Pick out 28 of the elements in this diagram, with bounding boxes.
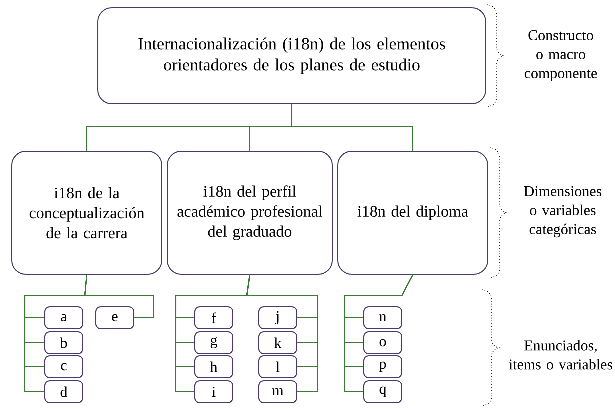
item-box: i xyxy=(194,380,234,404)
connector xyxy=(246,274,318,392)
brace-label: Enunciados, items o variables xyxy=(509,340,613,370)
item-box: q xyxy=(364,380,402,404)
item-box: g xyxy=(194,331,234,354)
item-box: b xyxy=(44,331,84,354)
item-box: p xyxy=(364,355,402,378)
connector xyxy=(344,274,414,392)
item-box: f xyxy=(194,306,234,330)
construct-box: Internacionalización (i18n) de los elementos orientadores de los planes de estudio xyxy=(98,8,486,104)
dimension-box: i18n del perfil académico profesional del graduado xyxy=(167,151,333,275)
item-box: e xyxy=(96,306,134,330)
item-box: m xyxy=(258,380,298,404)
brace-label: Dimensiones o variables categóricas xyxy=(524,186,602,238)
connector xyxy=(84,274,154,318)
item-box: n xyxy=(364,306,402,330)
item-box: d xyxy=(44,380,84,404)
item-box: o xyxy=(364,331,402,354)
item-box: a xyxy=(44,306,84,330)
brace-label: Constructo o macro componente xyxy=(524,30,598,82)
item-box: c xyxy=(44,355,84,378)
connector xyxy=(292,104,414,152)
dimension-box: i18n de la conceptualización de la carrera xyxy=(12,151,162,275)
item-box: k xyxy=(258,331,298,354)
item-box: j xyxy=(258,306,298,330)
item-box: h xyxy=(194,355,234,378)
dimension-box: i18n del diploma xyxy=(338,151,488,275)
item-box: l xyxy=(258,355,298,378)
